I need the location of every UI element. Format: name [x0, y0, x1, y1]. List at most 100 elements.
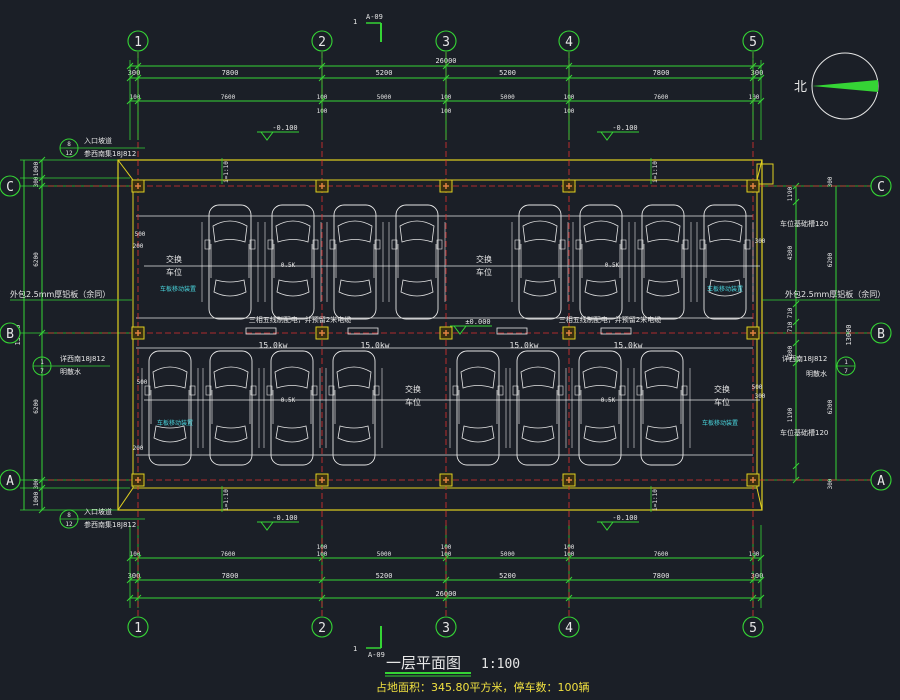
trench-label-top: 车位基础槽120 [780, 219, 828, 228]
axis-bubble [558, 30, 580, 52]
dim-row1-bottom: 7800 [222, 572, 239, 580]
axis-bubble [0, 469, 21, 491]
axis-label: B [877, 327, 885, 342]
slope-label: i=1:10 [223, 489, 230, 511]
dim-tick [792, 339, 800, 347]
parked-car [201, 204, 259, 320]
dim-tick [792, 198, 800, 206]
dim-tick [126, 554, 134, 562]
dim-row2-bottom: 5000 [500, 551, 515, 558]
axis-label: 4 [565, 35, 573, 50]
dim-row2-bottom: 100 [749, 551, 760, 558]
power-kw: 15.0kw [614, 341, 643, 350]
dim-tick [757, 576, 765, 584]
callout-line1: 详西南18J812 [60, 354, 105, 363]
power-note: 三相五线制配电，并预留2米电缆 [249, 315, 351, 324]
dim-small: 500 [137, 379, 148, 386]
callout-line1: 入口坡道 [84, 136, 112, 145]
axis-label: 1 [134, 621, 142, 636]
axis-label: 1 [134, 35, 142, 50]
axis-bubble [311, 616, 333, 638]
corner-line [756, 159, 763, 181]
axis-label: A [877, 474, 885, 489]
parked-car [388, 204, 446, 320]
dim-left-seg: 6200 [33, 252, 40, 267]
dim-left-seg: 300 [33, 176, 40, 187]
dim-row1-top: 300 [751, 69, 764, 77]
dim-left-seg: 6200 [33, 399, 40, 414]
axis-label: 2 [318, 621, 326, 636]
axis-bubble [870, 469, 892, 491]
axis-label: 3 [442, 621, 450, 636]
dim-tick [757, 74, 765, 82]
level-value: -0.100 [612, 124, 637, 132]
dim-tick [38, 484, 46, 492]
dim-row1-bottom: 7800 [653, 572, 670, 580]
cladding-label-left: 外包2.5mm厚铝板（余同） [10, 289, 110, 299]
dim-tick [442, 594, 450, 602]
corner-line [117, 487, 134, 511]
exchange-label: 车位 [714, 397, 730, 407]
power-box [347, 327, 379, 335]
axis-label: C [877, 180, 885, 195]
building-outline [48, 52, 870, 616]
callout-num: 8 [67, 141, 71, 148]
dim-tick [38, 174, 46, 182]
dim-tick [442, 576, 450, 584]
dim-tick [126, 97, 134, 105]
drawing-title: 一层平面图 1:100 占地面积：345.80平方米，停车数：100辆 [376, 654, 589, 694]
svg-text:A-09: A-09 [368, 651, 385, 659]
title-sub: 占地面积：345.80平方米，停车数：100辆 [376, 680, 589, 694]
cladding-label-right: 外包2.5mm厚铝板（余同） [785, 289, 885, 299]
dim-row2-top: 7600 [654, 94, 669, 101]
dim-row2-top: 100 [749, 94, 760, 101]
dim-tick [38, 506, 46, 514]
power-box [600, 327, 632, 335]
level-value: ±0.000 [465, 318, 490, 326]
callout-line2: 参西南集18J812 [84, 149, 136, 158]
dim-tick [134, 594, 142, 602]
dim-row1-top: 300 [128, 69, 141, 77]
dim-tick [38, 476, 46, 484]
section-mark-top: 1 A-09 [353, 13, 383, 42]
north-label: 北 [794, 80, 807, 95]
power-note: 三相五线制配电，并预留2米电缆 [559, 315, 661, 324]
bay-label: 车板移动装置 [160, 285, 196, 293]
dim-right-total: 13000 [845, 324, 853, 345]
callout-num: 1 [844, 359, 848, 366]
axis-label: B [6, 327, 14, 342]
axis-bubble [435, 30, 457, 52]
exchange-label: 交换 [476, 254, 492, 264]
dim-right-inner-seg: 4300 [787, 345, 794, 360]
callout-line2: 明散水 [60, 367, 81, 376]
axis-bubble [127, 616, 149, 638]
corner-line [756, 487, 763, 511]
dim-small: 500 [135, 231, 146, 238]
dim-row1-top: 5200 [499, 69, 516, 77]
power-box [245, 327, 277, 335]
callout-ref: 12 [65, 521, 73, 528]
parked-car [326, 204, 384, 320]
axis-bubble [742, 616, 764, 638]
dim-small: 300 [755, 393, 766, 400]
power-box [496, 327, 528, 335]
parked-car [141, 350, 199, 466]
title-main: 一层平面图 [386, 654, 461, 672]
axis-bubble [558, 616, 580, 638]
dim-right-outer-seg: 6200 [827, 399, 834, 414]
svg-text:1: 1 [353, 18, 357, 26]
power-kw: 15.0kw [361, 341, 390, 350]
callout-num: 8 [67, 512, 71, 519]
dim-row1-bottom: 300 [751, 572, 764, 580]
dim-small: 0.5K [605, 262, 620, 269]
callout-line2: 明散水 [806, 369, 827, 378]
parked-car [509, 350, 567, 466]
power-kw: 15.0kw [259, 341, 288, 350]
outer-slab-outline [117, 159, 763, 511]
exchange-label: 车位 [476, 267, 492, 277]
corner-line [117, 159, 134, 181]
bay-label: 车板移动装置 [707, 285, 743, 293]
axis-bubble [127, 30, 149, 52]
dim-right-outer-seg: 300 [827, 176, 834, 187]
